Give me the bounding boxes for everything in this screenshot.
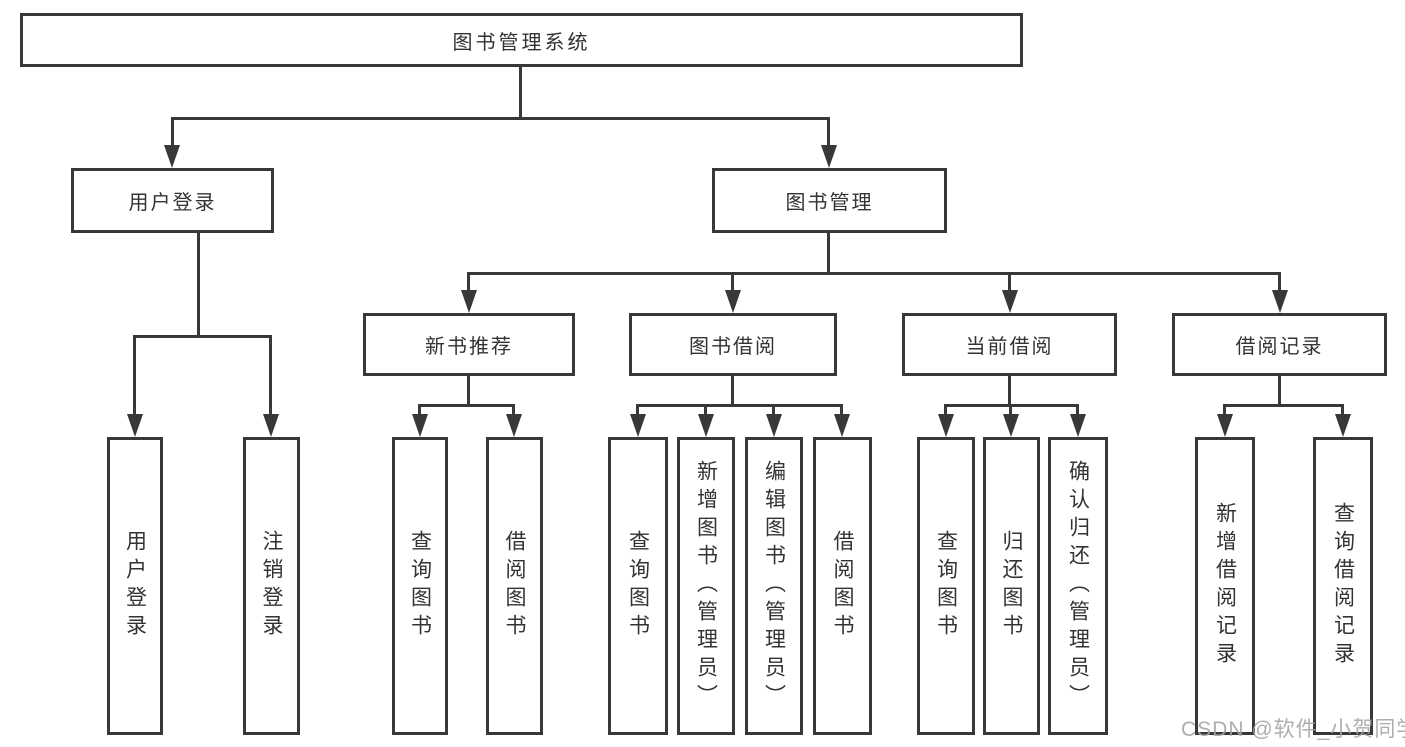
arrow-down-icon xyxy=(263,414,279,437)
arrow-down-icon xyxy=(1002,290,1018,313)
connector-line xyxy=(840,404,843,418)
leaf-borrowing-edit-books-admin: 编辑图书（管理员） xyxy=(745,437,803,735)
node-new-book-recommend: 新书推荐 xyxy=(363,313,575,376)
connector-line xyxy=(1278,272,1281,294)
leaf-records-query-borrow-record: 查询借阅记录 xyxy=(1313,437,1373,735)
connector-line xyxy=(467,376,470,407)
arrow-down-icon xyxy=(725,290,741,313)
connector-line xyxy=(1223,404,1226,418)
csdn-watermark: CSDN @软件_小贺同学 xyxy=(1181,718,1405,741)
node-book-management: 图书管理 xyxy=(712,168,947,233)
connector-line xyxy=(1008,272,1011,294)
connector-line xyxy=(827,117,830,149)
arrow-down-icon xyxy=(461,290,477,313)
connector-line xyxy=(944,404,947,418)
connector-line xyxy=(519,67,522,118)
node-book-borrowing: 图书借阅 xyxy=(629,313,837,376)
connector-line xyxy=(269,335,272,417)
connector-line xyxy=(171,117,174,149)
connector-line xyxy=(636,404,639,418)
leaf-current-return-books: 归还图书 xyxy=(983,437,1040,735)
leaf-current-query-books: 查询图书 xyxy=(917,437,975,735)
connector-line xyxy=(418,404,515,407)
connector-line xyxy=(133,335,272,338)
arrow-down-icon xyxy=(766,414,782,437)
leaf-borrowing-query-books: 查询图书 xyxy=(608,437,668,735)
connector-line xyxy=(1278,376,1281,407)
arrow-down-icon xyxy=(506,414,522,437)
connector-line xyxy=(1223,404,1344,407)
leaf-logout: 注销登录 xyxy=(243,437,300,735)
connector-line xyxy=(1009,404,1012,418)
arrow-down-icon xyxy=(164,145,180,168)
arrow-down-icon xyxy=(698,414,714,437)
connector-line xyxy=(731,272,734,294)
node-user-login: 用户登录 xyxy=(71,168,274,233)
connector-line xyxy=(197,233,200,338)
node-borrowing-records: 借阅记录 xyxy=(1172,313,1387,376)
connector-line xyxy=(171,117,830,120)
arrow-down-icon xyxy=(1070,414,1086,437)
leaf-current-confirm-return-admin: 确认归还（管理员） xyxy=(1048,437,1108,735)
connector-line xyxy=(467,272,470,294)
arrow-down-icon xyxy=(630,414,646,437)
connector-line xyxy=(731,376,734,407)
arrow-down-icon xyxy=(1272,290,1288,313)
leaf-records-add-borrow-record: 新增借阅记录 xyxy=(1195,437,1255,735)
arrow-down-icon xyxy=(127,414,143,437)
arrow-down-icon xyxy=(1217,414,1233,437)
connector-line xyxy=(1008,376,1011,407)
connector-line xyxy=(1341,404,1344,418)
arrow-down-icon xyxy=(834,414,850,437)
leaf-borrowing-add-books-admin: 新增图书（管理员） xyxy=(677,437,735,735)
arrow-down-icon xyxy=(938,414,954,437)
node-root-library-system: 图书管理系统 xyxy=(20,13,1023,67)
leaf-recommend-query-books: 查询图书 xyxy=(392,437,448,735)
leaf-borrowing-borrow-books: 借阅图书 xyxy=(813,437,872,735)
connector-line xyxy=(827,233,830,275)
connector-line xyxy=(512,404,515,418)
arrow-down-icon xyxy=(821,145,837,168)
arrow-down-icon xyxy=(1003,414,1019,437)
leaf-user-login: 用户登录 xyxy=(107,437,163,735)
connector-line xyxy=(467,272,1281,275)
connector-line xyxy=(772,404,775,418)
connector-line xyxy=(704,404,707,418)
leaf-recommend-borrow-books: 借阅图书 xyxy=(486,437,543,735)
connector-line xyxy=(418,404,421,418)
arrow-down-icon xyxy=(412,414,428,437)
connector-line xyxy=(1076,404,1079,418)
node-current-borrowing: 当前借阅 xyxy=(902,313,1117,376)
arrow-down-icon xyxy=(1335,414,1351,437)
connector-line xyxy=(636,404,843,407)
connector-line xyxy=(133,335,136,417)
